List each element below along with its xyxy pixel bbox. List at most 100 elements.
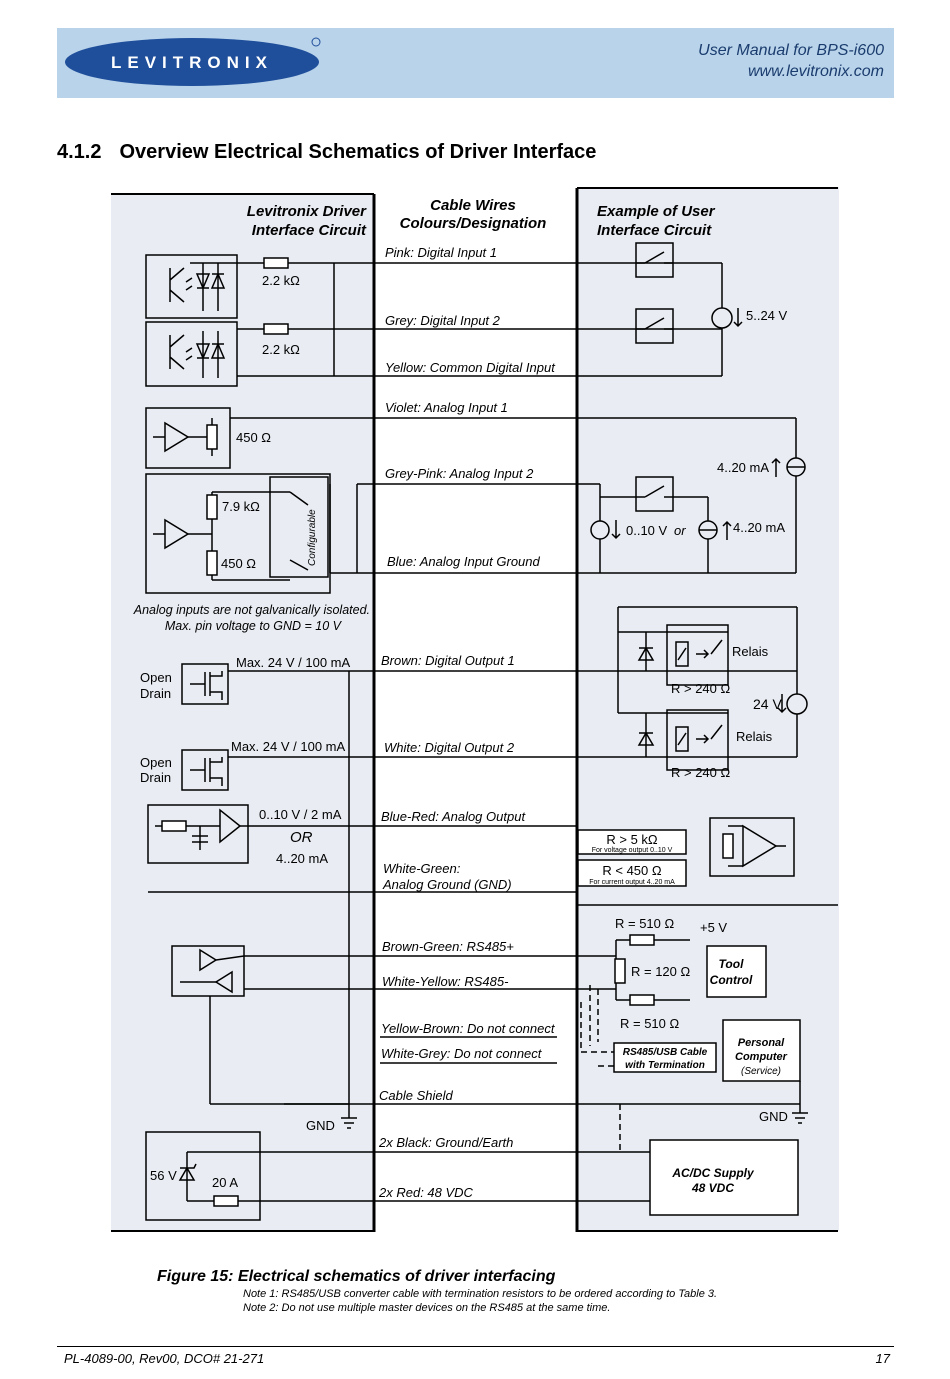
analog-note-1: Analog inputs are not galvanically isola…: [133, 603, 370, 617]
r510-bottom-label: R = 510 Ω: [620, 1016, 680, 1031]
acdc-supply-box: [649, 1139, 799, 1216]
analog-input-1-block: [145, 407, 231, 469]
footer-divider: [57, 1346, 894, 1347]
do1-max-label: Max. 24 V / 100 mA: [236, 655, 350, 670]
switch-ai2: [635, 476, 674, 512]
wire-label: Pink: Digital Input 1: [385, 245, 497, 260]
driver-title-1: Levitronix Driver: [247, 203, 367, 220]
wire-label: 2x Black: Ground/Earth: [378, 1135, 513, 1150]
manual-title: User Manual for BPS-i600: [698, 42, 884, 59]
mosfet-do1: [181, 663, 229, 705]
supply-do-label: 24 V: [753, 696, 782, 712]
pc-label: Personal: [738, 1037, 785, 1049]
figure-caption: Figure 15: Electrical schematics of driv…: [157, 1268, 556, 1285]
resistor-label: 450 Ω: [221, 556, 256, 571]
wire-label: Brown: Digital Output 1: [381, 653, 515, 668]
analog-note-2: Max. pin voltage to GND = 10 V: [165, 619, 343, 633]
fuse: [213, 1195, 239, 1207]
wire-label: Yellow-Brown: Do not connect: [381, 1021, 556, 1036]
acdc-label: AC/DC Supply: [671, 1166, 755, 1180]
tool-control-label: Tool: [719, 957, 745, 971]
wire-label: White-Yellow: RS485-: [382, 974, 509, 989]
pc-label: (Service): [741, 1066, 781, 1077]
resistor-label: 7.9 kΩ: [222, 499, 260, 514]
wire-label: White: Digital Output 2: [384, 740, 515, 755]
tool-control-box: [706, 945, 767, 998]
resistor-ao: [161, 820, 187, 832]
tool-control-label: Control: [710, 973, 753, 987]
user-title-1: Example of User: [597, 203, 716, 220]
rs485-cable-box: [613, 1042, 717, 1073]
website: www.levitronix.com: [747, 63, 884, 80]
wires-title-2: Colours/Designation: [400, 215, 547, 232]
rs485-transceiver: [171, 945, 245, 997]
r-ao-i-label: R < 450 Ω: [602, 863, 662, 878]
section-number: 4.1.2: [57, 141, 102, 163]
wire-label: Grey-Pink: Analog Input 2: [385, 466, 534, 481]
r120-label: R = 120 Ω: [631, 964, 691, 979]
page-number: 17: [875, 1351, 890, 1366]
relais-label: Relais: [736, 729, 773, 744]
r-ao-v-label: R > 5 kΩ: [606, 832, 658, 847]
configurable-switch: [269, 476, 329, 578]
wire-label: 2x Red: 48 VDC: [378, 1185, 474, 1200]
ai2-voltage-label: 0..10 V: [626, 523, 668, 538]
voltage-source-do: [786, 693, 808, 715]
resistor-ai2-i: [206, 550, 218, 576]
resistor-ai1: [206, 424, 218, 450]
do2-max-label: Max. 24 V / 100 mA: [231, 739, 345, 754]
footer-doc-id: PL-4089-00, Rev00, DCO# 21-271: [64, 1351, 265, 1366]
zener-label: 56 V: [150, 1168, 177, 1183]
driver-panel: [111, 193, 374, 1231]
ai2-current-label: 4..20 mA: [733, 520, 785, 535]
relais-2: [666, 709, 729, 771]
plus5v-label: +5 V: [700, 920, 727, 935]
configurable-label: Configurable: [307, 509, 318, 566]
rs485-cable-label: RS485/USB Cable: [623, 1047, 708, 1058]
relais-r-label: R > 240 Ω: [671, 765, 731, 780]
optocoupler-di2: [145, 321, 238, 387]
wire-label: Grey: Digital Input 2: [385, 313, 501, 328]
figure-note-2: Note 2: Do not use multiple master devic…: [243, 1302, 611, 1314]
ao-range-i: 4..20 mA: [276, 851, 328, 866]
relais-1: [666, 624, 729, 686]
logo-text: LEVITRONIX: [111, 53, 273, 72]
resistor-ai2-v: [206, 494, 218, 520]
ao-or: OR: [290, 829, 313, 846]
mosfet-do2: [181, 749, 229, 791]
r510-top-label: R = 510 Ω: [615, 916, 675, 931]
r-ao-i-note: For current output 4..20 mA: [589, 879, 675, 886]
resistor-di1: [263, 257, 289, 269]
voltage-source-di: [711, 307, 733, 329]
resistor-label: 450 Ω: [236, 430, 271, 445]
user-gnd-label: GND: [759, 1109, 788, 1124]
gnd-label: GND: [306, 1118, 335, 1133]
acdc-label: 48 VDC: [691, 1181, 734, 1195]
wire-label: Brown-Green: RS485+: [382, 939, 514, 954]
resistor-label: 2.2 kΩ: [262, 342, 300, 357]
power-input-block: [145, 1131, 261, 1221]
open-drain-label: Open: [140, 670, 172, 685]
wire-label: Yellow: Common Digital Input: [385, 360, 556, 375]
relais-label: Relais: [732, 644, 769, 659]
switch-di1: [635, 242, 674, 278]
switch-di2: [635, 308, 674, 344]
wire-label: White-Green:: [383, 861, 461, 876]
supply-di-label: 5..24 V: [746, 308, 788, 323]
resistor-120: [614, 958, 626, 984]
figure-note-1: Note 1: RS485/USB converter cable with t…: [243, 1288, 718, 1300]
resistor-user-ao: [722, 833, 734, 859]
wire-label: Blue-Red: Analog Output: [381, 809, 526, 824]
pc-label: Computer: [735, 1051, 788, 1063]
resistor-label: 2.2 kΩ: [262, 273, 300, 288]
ai1-current-label: 4..20 mA: [717, 460, 769, 475]
voltage-source-ai2: [590, 520, 610, 540]
optocoupler-di1: [145, 254, 238, 319]
user-title-2: Interface Circuit: [597, 222, 712, 239]
analog-output-block: [147, 804, 249, 864]
fuse-label: 20 A: [212, 1175, 238, 1190]
open-drain-label: Drain: [140, 686, 171, 701]
resistor-510-top: [629, 934, 655, 946]
